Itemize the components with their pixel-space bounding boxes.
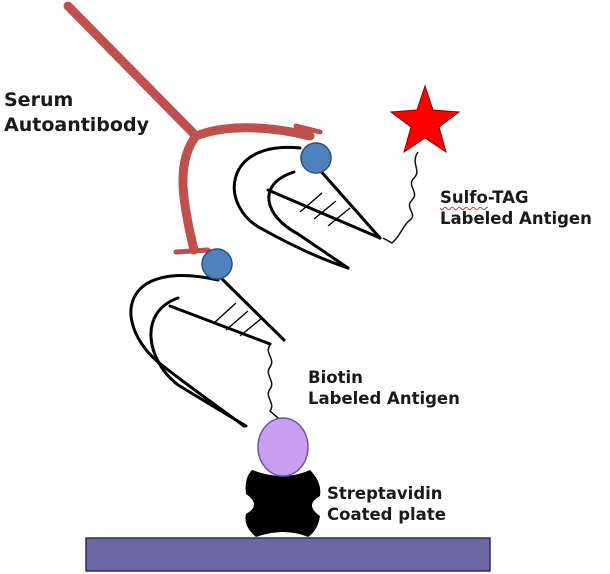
serum-label-line2: Autoantibody	[4, 113, 149, 136]
sulfo-linker	[382, 151, 419, 244]
biotin-label-line1: Biotin	[308, 368, 363, 387]
biotin-antigen-label: Biotin Labeled Antigen	[308, 367, 460, 410]
epitope-circle-lower	[201, 248, 233, 280]
upper-base-pairs	[299, 192, 351, 227]
sulfo-tag-star-icon	[389, 84, 461, 154]
biotin-label-line2: Labeled Antigen	[308, 389, 460, 409]
sulfo-tag-word: -TAG	[487, 188, 529, 207]
sulfo-word: Sulfo	[440, 188, 488, 207]
coated-plate	[85, 537, 491, 572]
biotin-labeled-antigen	[129, 274, 286, 428]
sulfo-tag-labeled-antigen	[232, 145, 382, 270]
sulfo-label-line1: Sulfo-TAG	[440, 187, 592, 208]
streptavidin-label-line1: Streptavidin	[327, 484, 443, 503]
lower-base-pairs	[213, 302, 263, 337]
biotin-ellipse	[257, 417, 309, 477]
antibody-arm-caps	[173, 123, 323, 255]
streptavidin-label-line2: Coated plate	[327, 505, 446, 525]
epitope-circle-upper	[300, 142, 332, 174]
biotin-linker	[267, 344, 279, 419]
serum-label-line1: Serum	[4, 89, 74, 111]
sulfo-tag-antigen-label: Sulfo-TAG Labeled Antigen	[440, 187, 592, 230]
serum-autoantibody	[63, 1, 315, 255]
serum-autoantibody-label: Serum Autoantibody	[4, 88, 149, 137]
streptavidin-shape	[245, 470, 321, 537]
sulfo-label-line2: Labeled Antigen	[440, 209, 592, 229]
streptavidin-plate-label: Streptavidin Coated plate	[327, 483, 446, 526]
